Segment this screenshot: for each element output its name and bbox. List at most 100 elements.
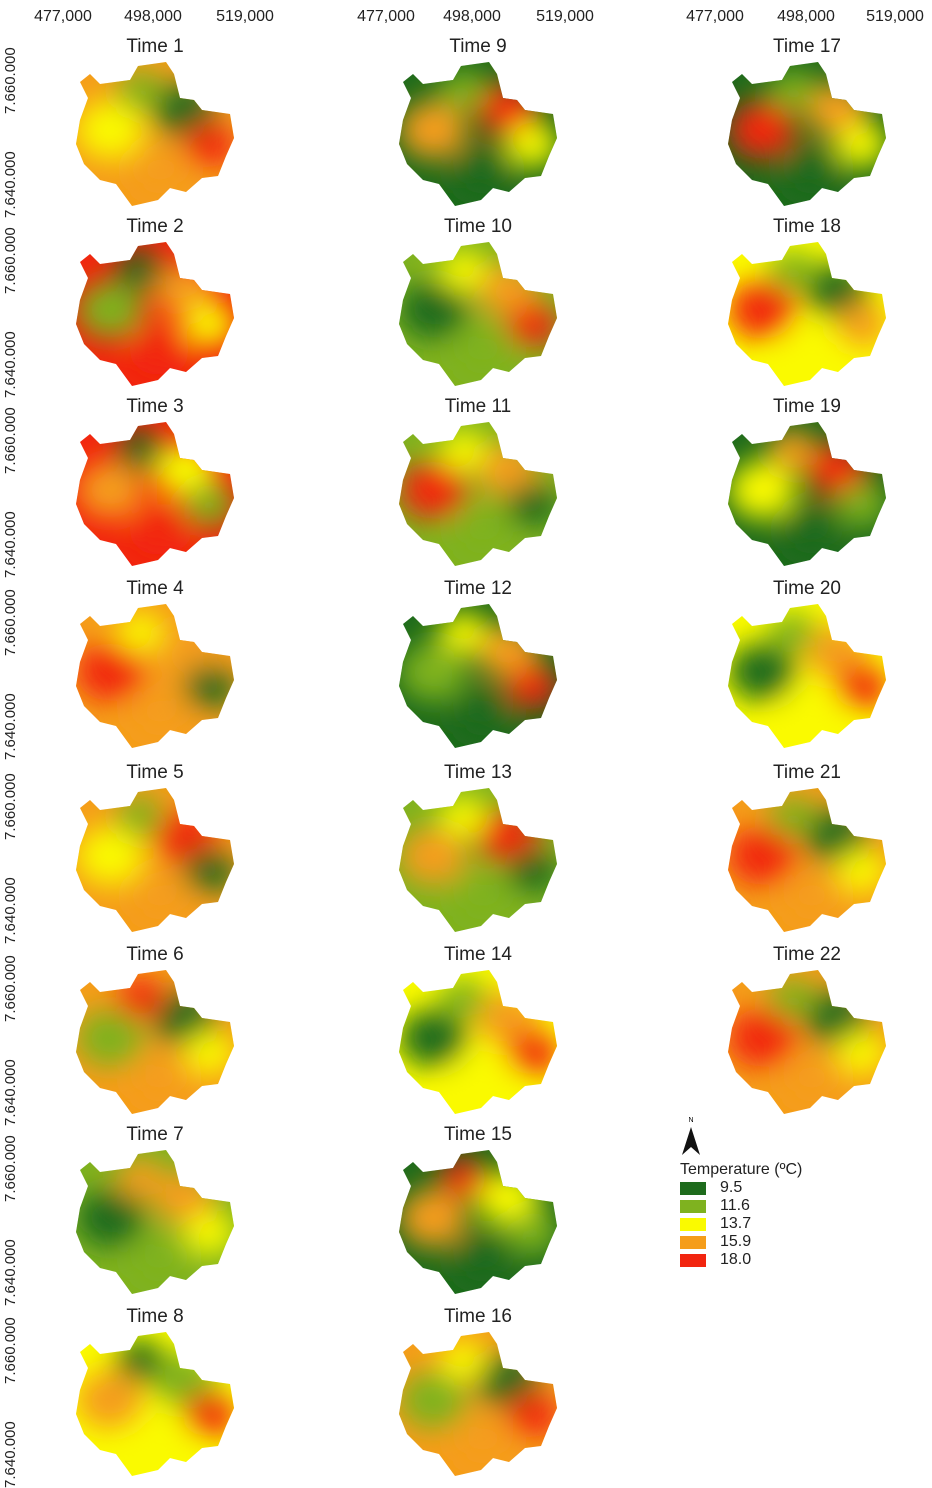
temperature-map bbox=[76, 788, 234, 932]
x-tick-label: 498,000 bbox=[124, 8, 182, 25]
panel-title: Time 1 bbox=[126, 36, 184, 57]
map-panel: Time 7 bbox=[70, 1124, 240, 1298]
legend-label: 11.6 bbox=[720, 1197, 750, 1214]
panel-title: Time 7 bbox=[126, 1124, 184, 1145]
y-tick-label: 7.660.000 bbox=[2, 955, 19, 1022]
panel-title: Time 9 bbox=[449, 36, 507, 57]
y-tick-label: 7.660.000 bbox=[2, 1317, 19, 1384]
temperature-map bbox=[728, 970, 886, 1114]
legend-label: 9.5 bbox=[720, 1179, 743, 1196]
panel-title: Time 20 bbox=[773, 578, 841, 599]
y-tick-label: 7.640.000 bbox=[2, 1421, 19, 1488]
y-tick-label: 7.640.000 bbox=[2, 1239, 19, 1306]
map-panel: Time 9 bbox=[393, 36, 563, 210]
x-tick-label: 519,000 bbox=[866, 8, 924, 25]
y-tick-label: 7.660.000 bbox=[2, 1135, 19, 1202]
map-panel: Time 18 bbox=[722, 216, 892, 390]
panel-title: Time 19 bbox=[773, 396, 841, 417]
x-tick-label: 498,000 bbox=[777, 8, 835, 25]
temperature-map bbox=[76, 970, 234, 1114]
legend-swatch bbox=[680, 1199, 706, 1213]
panel-title: Time 8 bbox=[126, 1306, 184, 1327]
temperature-map bbox=[399, 62, 557, 206]
legend-swatch bbox=[680, 1235, 706, 1249]
temperature-map bbox=[76, 422, 234, 566]
map-panel: Time 5 bbox=[70, 762, 240, 936]
panel-title: Time 13 bbox=[444, 762, 512, 783]
y-tick-label: 7.660.000 bbox=[2, 407, 19, 474]
x-tick-label: 498,000 bbox=[443, 8, 501, 25]
legend-swatch bbox=[680, 1217, 706, 1231]
temperature-map bbox=[399, 788, 557, 932]
panel-title: Time 2 bbox=[126, 216, 184, 237]
y-tick-label: 7.640.000 bbox=[2, 877, 19, 944]
panel-title: Time 21 bbox=[773, 762, 841, 783]
temperature-map bbox=[399, 970, 557, 1114]
temperature-map bbox=[728, 62, 886, 206]
legend-swatch bbox=[680, 1181, 706, 1195]
map-panel: Time 13 bbox=[393, 762, 563, 936]
legend-item: 11.6 bbox=[680, 1197, 802, 1215]
map-panel: Time 2 bbox=[70, 216, 240, 390]
panel-title: Time 14 bbox=[444, 944, 512, 965]
legend-item: 13.7 bbox=[680, 1215, 802, 1233]
panel-title: Time 22 bbox=[773, 944, 841, 965]
legend-swatch bbox=[680, 1253, 706, 1267]
map-panel: Time 4 bbox=[70, 578, 240, 752]
map-panel: Time 6 bbox=[70, 944, 240, 1118]
panel-title: Time 15 bbox=[444, 1124, 512, 1145]
y-tick-label: 7.660.000 bbox=[2, 589, 19, 656]
panel-title: Time 11 bbox=[444, 396, 512, 417]
y-tick-label: 7.640.000 bbox=[2, 693, 19, 760]
temperature-map bbox=[76, 242, 234, 386]
panel-title: Time 3 bbox=[126, 396, 184, 417]
y-tick-label: 7.640.000 bbox=[2, 511, 19, 578]
panel-title: Time 4 bbox=[126, 578, 184, 599]
panel-title: Time 5 bbox=[126, 762, 184, 783]
x-tick-label: 519,000 bbox=[536, 8, 594, 25]
legend-item: 18.0 bbox=[680, 1251, 802, 1269]
north-arrow-icon: N bbox=[682, 1117, 700, 1155]
map-panel: Time 16 bbox=[393, 1306, 563, 1480]
temperature-map bbox=[76, 1150, 234, 1294]
temperature-map bbox=[76, 1332, 234, 1476]
temperature-map bbox=[728, 242, 886, 386]
y-tick-label: 7.640.000 bbox=[2, 331, 19, 398]
map-panel: Time 12 bbox=[393, 578, 563, 752]
y-tick-label: 7.660.000 bbox=[2, 227, 19, 294]
map-panel: Time 21 bbox=[722, 762, 892, 936]
map-panel: Time 17 bbox=[722, 36, 892, 210]
north-label: N bbox=[688, 1117, 693, 1124]
y-tick-label: 7.660.000 bbox=[2, 47, 19, 114]
map-panel: Time 15 bbox=[393, 1124, 563, 1298]
temperature-map bbox=[76, 604, 234, 748]
temperature-map bbox=[399, 1332, 557, 1476]
map-panel: Time 1 bbox=[70, 36, 240, 210]
x-tick-label: 477,000 bbox=[686, 8, 744, 25]
map-panel: Time 19 bbox=[722, 396, 892, 570]
map-panel: Time 14 bbox=[393, 944, 563, 1118]
legend-label: 15.9 bbox=[720, 1233, 752, 1250]
y-tick-label: 7.640.000 bbox=[2, 151, 19, 218]
panel-title: Time 12 bbox=[444, 578, 512, 599]
panel-title: Time 17 bbox=[773, 36, 841, 57]
panel-title: Time 6 bbox=[126, 944, 184, 965]
y-tick-label: 7.660.000 bbox=[2, 773, 19, 840]
map-panel: Time 20 bbox=[722, 578, 892, 752]
temperature-map bbox=[76, 62, 234, 206]
legend-item: 9.5 bbox=[680, 1179, 802, 1197]
y-tick-label: 7.640.000 bbox=[2, 1059, 19, 1126]
x-tick-label: 477,000 bbox=[34, 8, 92, 25]
temperature-map bbox=[728, 788, 886, 932]
legend-title: Temperature (ºC) bbox=[680, 1161, 803, 1178]
temperature-map bbox=[399, 1150, 557, 1294]
legend-label: 18.0 bbox=[720, 1251, 752, 1268]
map-panel: Time 10 bbox=[393, 216, 563, 390]
panel-title: Time 10 bbox=[444, 216, 512, 237]
x-tick-label: 519,000 bbox=[216, 8, 274, 25]
panel-title: Time 16 bbox=[444, 1306, 512, 1327]
map-panel: Time 8 bbox=[70, 1306, 240, 1480]
map-panel: Time 22 bbox=[722, 944, 892, 1118]
legend-item: 15.9 bbox=[680, 1233, 802, 1251]
